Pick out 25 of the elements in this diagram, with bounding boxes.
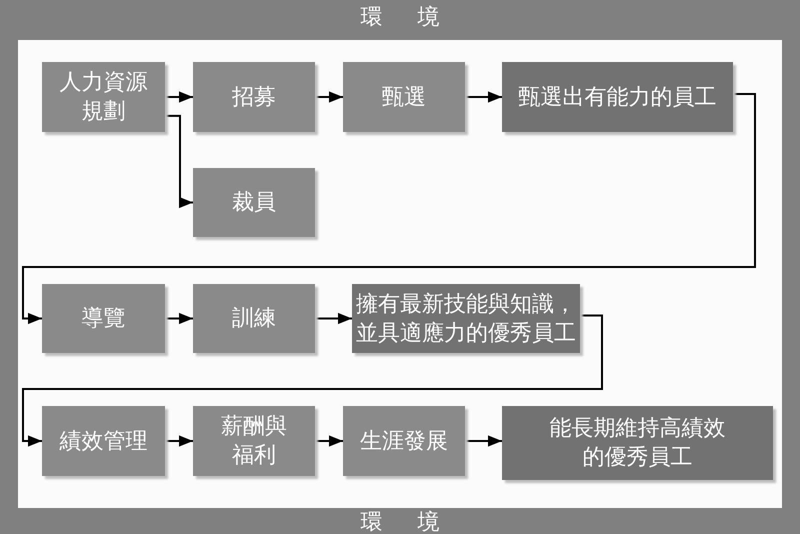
process-box: 能長期維持高績效的優秀員工 xyxy=(502,406,773,480)
process-box: 擁有最新技能與知識，並具適應力的優秀員工 xyxy=(352,284,580,353)
frame-label: 環境 xyxy=(360,509,475,534)
process-box: 績效管理 xyxy=(42,406,165,476)
process-box: 導覽 xyxy=(42,284,165,353)
arrow xyxy=(315,91,343,103)
process-box: 人力資源規劃 xyxy=(42,62,165,132)
process-box: 裁員 xyxy=(193,168,315,237)
process-box: 甄選出有能力的員工 xyxy=(502,62,733,132)
arrow xyxy=(165,91,193,103)
arrow xyxy=(315,435,343,447)
process-box: 生涯發展 xyxy=(343,406,465,476)
arrow xyxy=(22,314,603,447)
arrow xyxy=(315,312,352,324)
process-box: 薪酬與福利 xyxy=(193,406,315,476)
process-box: 訓練 xyxy=(193,284,315,353)
process-box: 甄選 xyxy=(343,62,465,132)
arrow xyxy=(22,93,756,324)
arrow xyxy=(465,91,502,103)
arrow xyxy=(465,435,502,447)
process-box: 招募 xyxy=(193,62,315,132)
arrow xyxy=(165,312,193,324)
frame-label: 環境 xyxy=(360,4,475,29)
arrow xyxy=(165,114,193,208)
arrow xyxy=(165,435,193,447)
